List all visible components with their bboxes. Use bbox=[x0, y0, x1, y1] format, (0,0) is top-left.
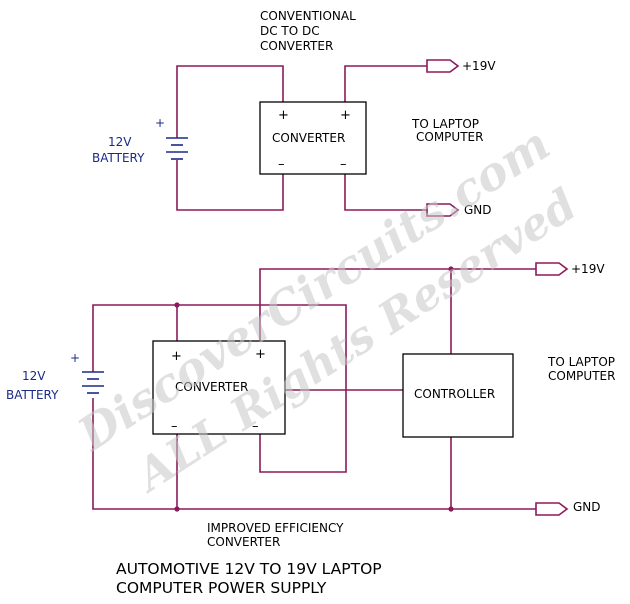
junction-dot bbox=[174, 302, 180, 308]
top-output-gnd-wire bbox=[344, 174, 427, 211]
top-battery-minus-wire bbox=[176, 160, 284, 211]
bottom-converter-box bbox=[152, 340, 286, 435]
junction-dot bbox=[448, 506, 454, 512]
bottom-battery-plus-sign: + bbox=[70, 351, 80, 365]
bottom-converter-out-plus: + bbox=[255, 347, 266, 362]
top-battery-plus-sign: + bbox=[155, 116, 165, 130]
controller-label: CONTROLLER bbox=[414, 387, 495, 401]
top-battery-symbol bbox=[166, 137, 188, 160]
bottom-battery-minus-wire bbox=[92, 398, 536, 510]
bottom-converter-label: CONVERTER bbox=[175, 380, 248, 394]
bottom-caption-line2: CONVERTER bbox=[207, 535, 280, 549]
bottom-battery-label-line1: 12V bbox=[22, 369, 46, 383]
top-circuit: CONVENTIONAL DC TO DC CONVERTER + 12V BA… bbox=[92, 9, 496, 217]
top-heading-line3: CONVERTER bbox=[260, 39, 333, 53]
bottom-gnd-connector bbox=[535, 502, 569, 516]
top-battery-plus-wire bbox=[176, 65, 284, 138]
junction-dot bbox=[174, 506, 180, 512]
bottom-converter-out-minus: – bbox=[252, 419, 259, 434]
bottom-battery-label-line2: BATTERY bbox=[6, 388, 59, 402]
top-converter-box bbox=[259, 101, 367, 175]
top-output-plus-wire bbox=[344, 65, 427, 102]
top-heading-line1: CONVENTIONAL bbox=[260, 9, 356, 23]
bottom-plus19v-connector bbox=[535, 262, 569, 276]
bottom-laptop-label-line2: COMPUTER bbox=[548, 369, 615, 383]
bottom-gnd-label: GND bbox=[573, 500, 601, 514]
bottom-circuit: + 12V BATTERY CONVERTER + + – – CONTROLL… bbox=[6, 262, 615, 549]
bottom-converter-in-minus: – bbox=[171, 419, 178, 434]
bottom-battery-plus-wire bbox=[92, 304, 347, 473]
bottom-caption-line1: IMPROVED EFFICIENCY bbox=[207, 521, 344, 535]
bottom-output-plus-wire bbox=[259, 268, 536, 341]
top-laptop-label-line1: TO LAPTOP bbox=[411, 117, 479, 131]
bottom-plus19v-label: +19V bbox=[571, 262, 605, 276]
top-gnd-connector bbox=[426, 203, 460, 217]
bottom-laptop-label-line1: TO LAPTOP bbox=[547, 355, 615, 369]
controller-box bbox=[402, 353, 514, 438]
bottom-converter-in-plus: + bbox=[171, 349, 182, 364]
top-converter-in-minus: – bbox=[278, 157, 285, 172]
bottom-battery-symbol bbox=[82, 371, 104, 394]
top-converter-out-plus: + bbox=[340, 108, 351, 123]
top-plus19v-label: +19V bbox=[462, 59, 496, 73]
top-battery-label-line2: BATTERY bbox=[92, 151, 145, 165]
top-heading-line2: DC TO DC bbox=[260, 24, 320, 38]
top-laptop-label-line2: COMPUTER bbox=[416, 130, 483, 144]
diagram-title-line2: COMPUTER POWER SUPPLY bbox=[116, 579, 327, 597]
top-gnd-label: GND bbox=[464, 203, 492, 217]
top-converter-label: CONVERTER bbox=[272, 131, 345, 145]
junction-dot bbox=[448, 266, 454, 272]
top-plus19v-connector bbox=[426, 59, 460, 73]
top-converter-out-minus: – bbox=[340, 157, 347, 172]
top-battery-label-line1: 12V bbox=[108, 135, 132, 149]
diagram-title-line1: AUTOMOTIVE 12V TO 19V LAPTOP bbox=[116, 560, 382, 578]
top-converter-in-plus: + bbox=[278, 108, 289, 123]
